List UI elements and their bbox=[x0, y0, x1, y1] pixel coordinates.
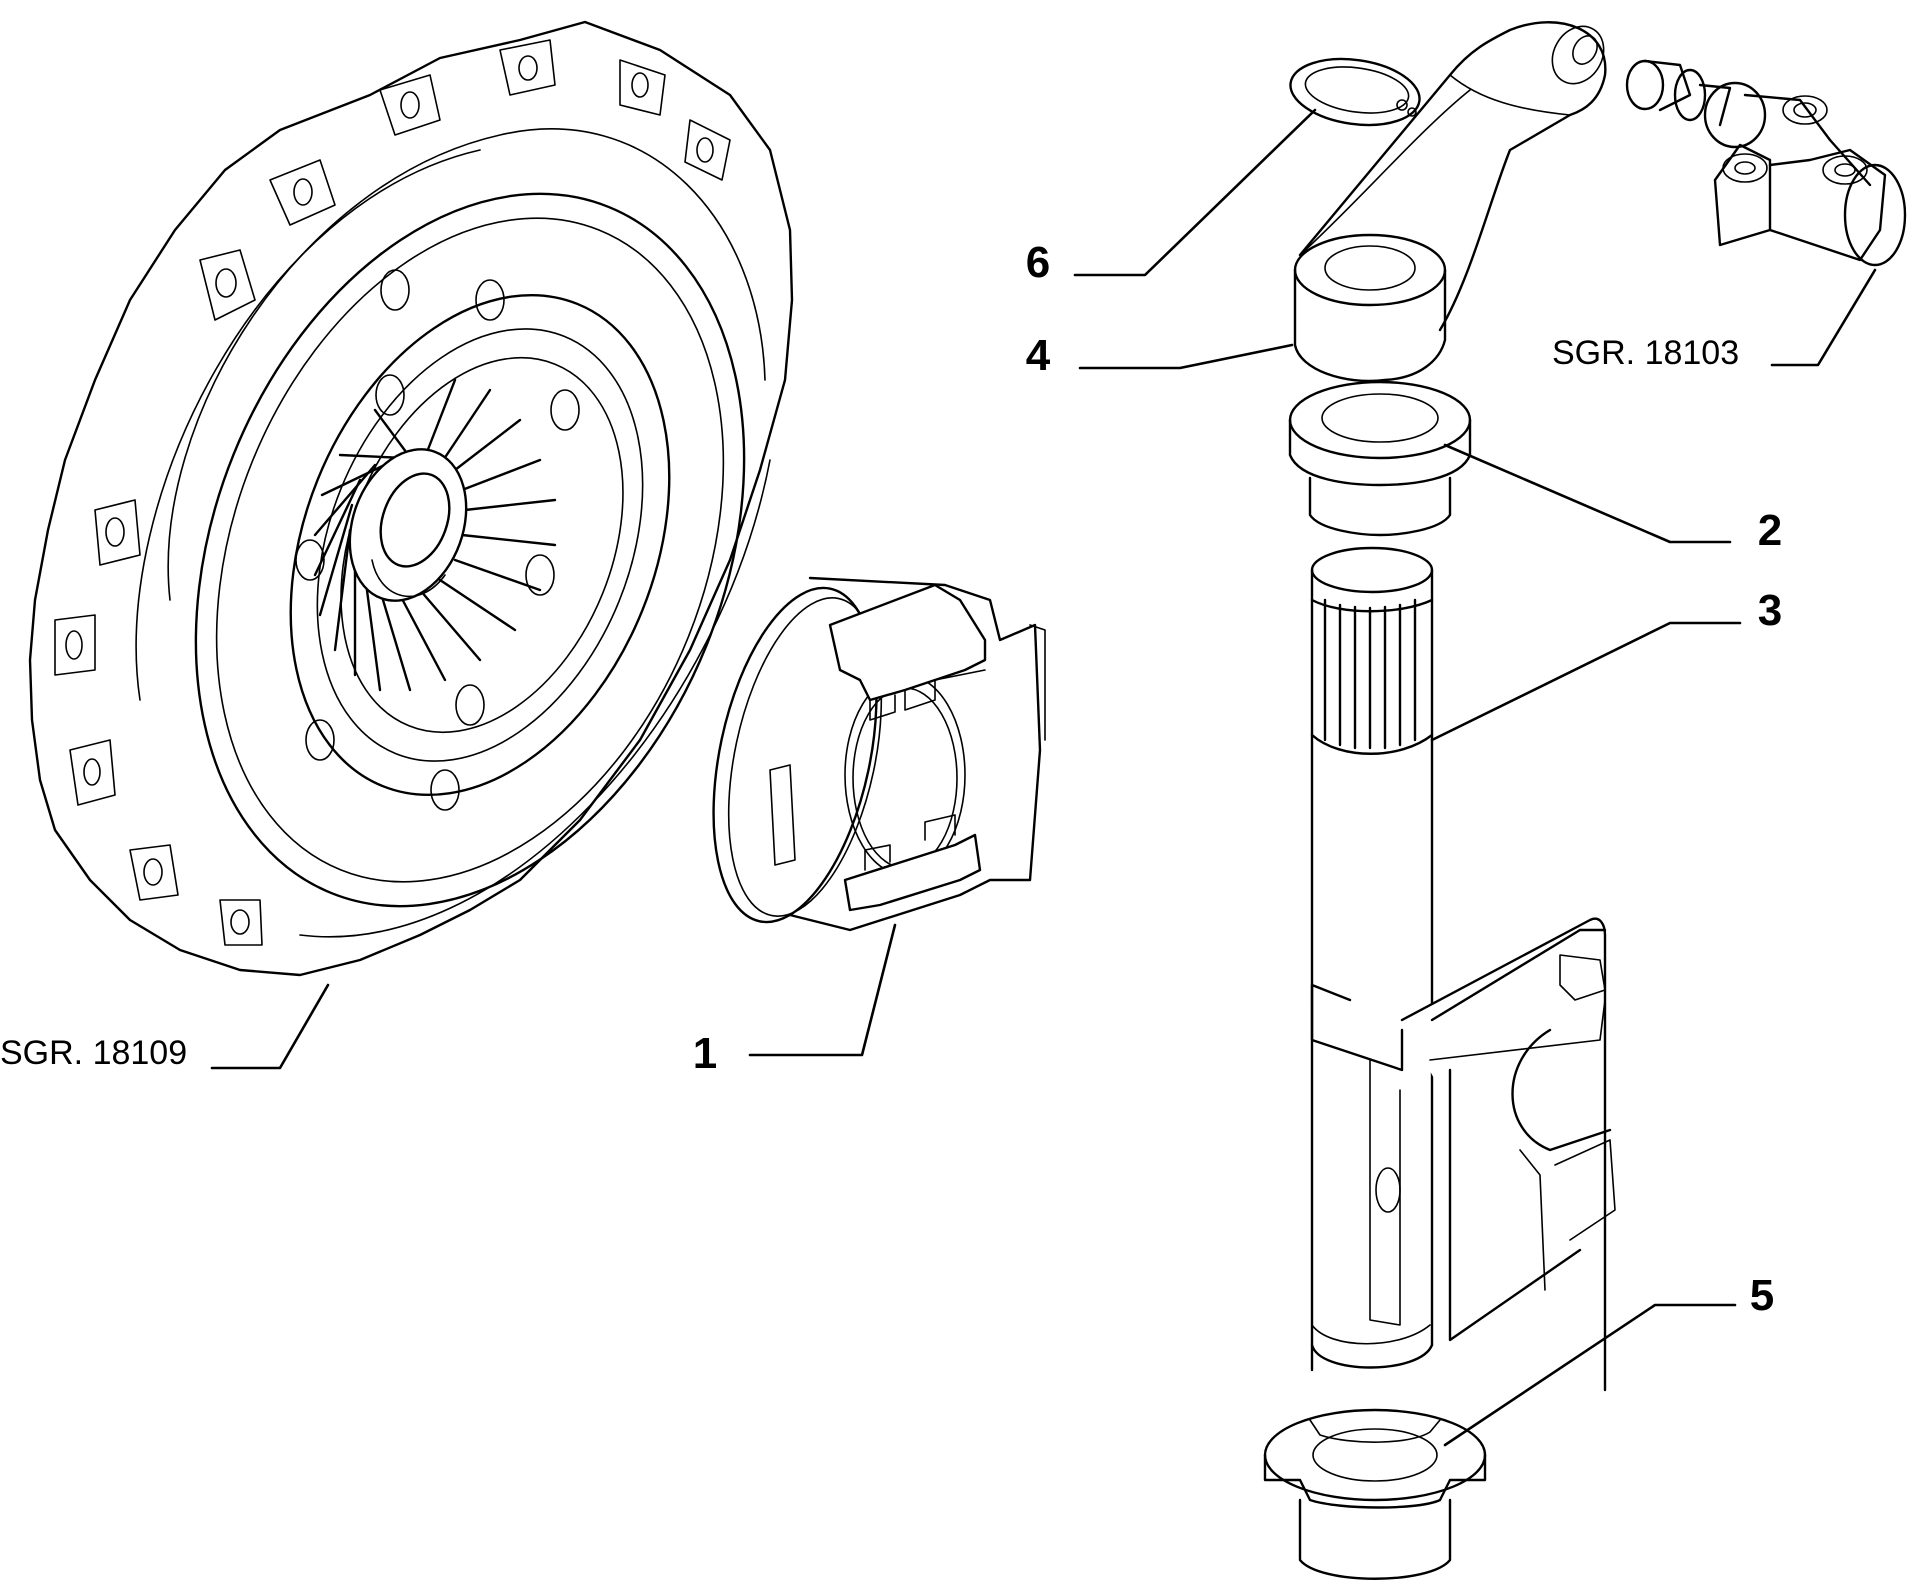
callout-6: 6 bbox=[1026, 238, 1050, 287]
part-1-release-bearing[interactable] bbox=[686, 573, 1046, 937]
callout-2: 2 bbox=[1758, 506, 1782, 555]
part-3-release-shaft[interactable] bbox=[1310, 546, 1616, 1392]
leader-lines bbox=[210, 108, 1877, 1447]
callout-3: 3 bbox=[1758, 586, 1782, 635]
part-2-bushing[interactable] bbox=[1288, 380, 1472, 537]
callout-4: 4 bbox=[1026, 331, 1051, 380]
part-4-release-lever[interactable] bbox=[1293, 17, 1614, 383]
reference-clutch-cover[interactable]: SGR. 18109 bbox=[0, 1034, 187, 1072]
reference-slave-cylinder[interactable]: SGR. 18103 bbox=[1552, 334, 1739, 372]
callout-5: 5 bbox=[1750, 1271, 1774, 1320]
part-6-circlip[interactable] bbox=[1286, 51, 1424, 132]
part-5-lower-bushing[interactable] bbox=[1263, 1408, 1487, 1580]
callout-1: 1 bbox=[693, 1029, 717, 1078]
slave-cylinder[interactable] bbox=[1625, 59, 1907, 267]
clutch-pressure-plate[interactable] bbox=[28, 20, 845, 989]
